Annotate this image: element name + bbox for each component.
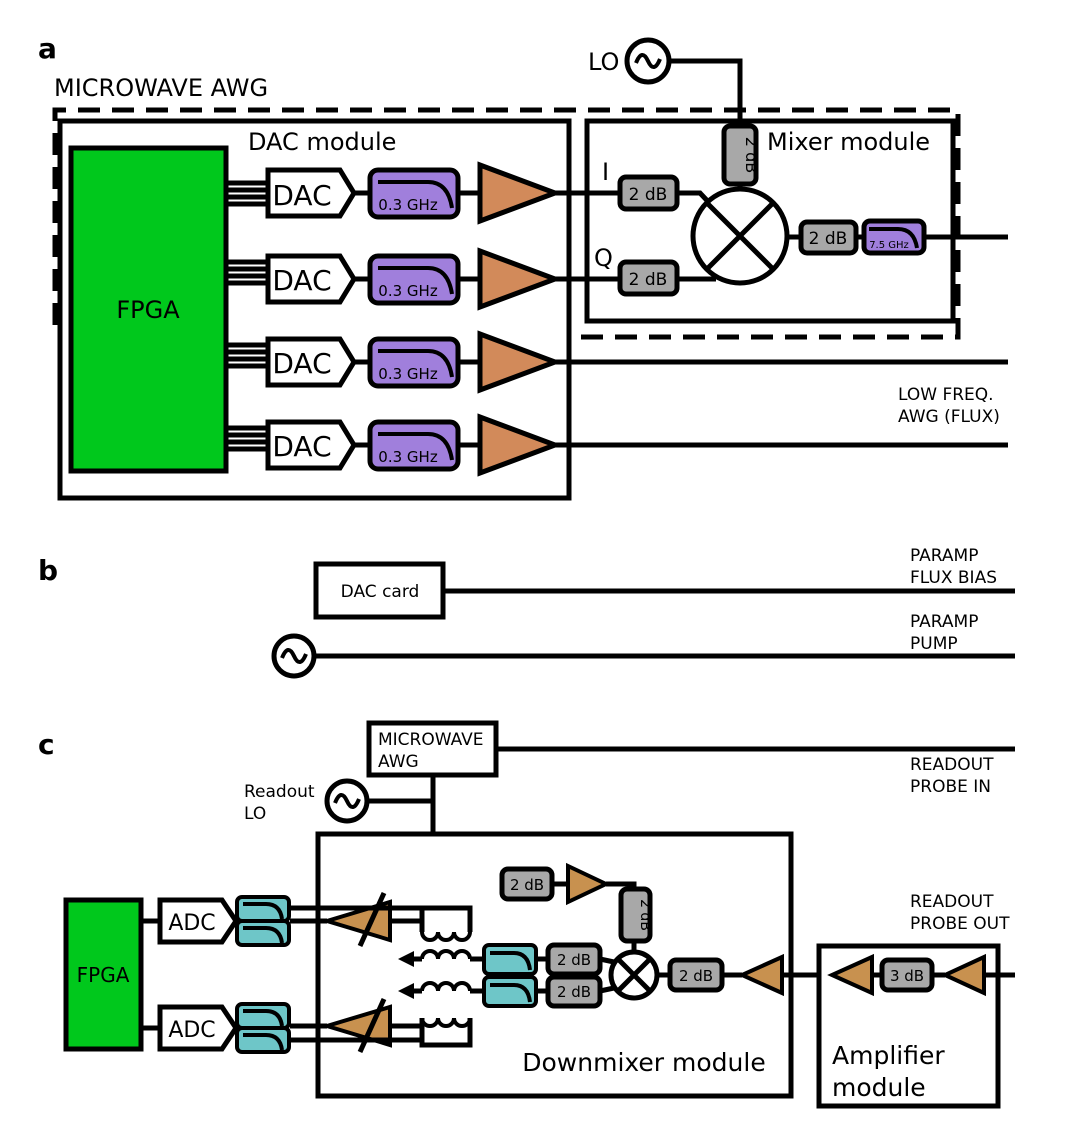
mixer-module-title: Mixer module	[767, 128, 930, 156]
amplifier	[477, 330, 563, 394]
amplifier-title-line2: module	[832, 1073, 926, 1102]
low-freq-label-line2: AWG (FLUX)	[898, 407, 1000, 427]
signal-arrow-icon	[398, 983, 414, 999]
filter-label: 0.3 GHz	[378, 196, 438, 214]
attenuator-3db-label: 3 dB	[890, 967, 924, 985]
dac-label: DAC	[272, 430, 331, 463]
fpga-label-c: FPGA	[77, 963, 130, 987]
dac-channel-3: DAC 0.3 GHz	[226, 330, 563, 394]
q-label: Q	[594, 244, 613, 272]
awg-boundary	[52, 107, 961, 340]
downmixer-title: Downmixer module	[522, 1048, 765, 1077]
readout-lo-label-line2: LO	[244, 804, 266, 824]
dac-label: DAC	[272, 264, 331, 297]
panel-a-letter: a	[38, 32, 57, 65]
dac-block	[265, 336, 357, 388]
flux-bias-label-line1: PARAMP	[910, 546, 978, 566]
panel-c: c MICROWAVE AWG READOUT PROBE IN Readout…	[38, 720, 1015, 1109]
filter-label: 0.3 GHz	[378, 365, 438, 383]
lo-wire	[669, 58, 743, 126]
dac-channel-4: DAC 0.3 GHz	[226, 413, 563, 477]
i-label: I	[602, 158, 609, 186]
lo-label: LO	[588, 48, 619, 76]
fpga-block-c	[63, 897, 144, 1052]
probe-out-label-line1: READOUT	[910, 892, 994, 912]
transformer-bottom	[398, 981, 484, 1028]
dac-channel-2: DAC 0.3 GHz	[226, 247, 563, 311]
amplifier	[477, 413, 563, 477]
dac-module-title: DAC module	[248, 128, 396, 156]
dac-label: DAC	[272, 179, 331, 212]
dac-card	[313, 561, 446, 620]
amplifier	[477, 247, 563, 311]
amplifier	[477, 161, 563, 225]
awg-label-line1: MICROWAVE	[378, 730, 484, 750]
awg-label-line2: AWG	[378, 752, 419, 772]
panel-a: a MICROWAVE AWG DAC module Mixer module …	[38, 32, 1008, 501]
fpga-label: FPGA	[116, 296, 180, 324]
amplifier-title-line1: Amplifier	[832, 1041, 945, 1070]
attenuator-label: 2 dB	[629, 270, 668, 290]
variable-amplifier-bottom	[290, 997, 473, 1054]
adc-label: ADC	[168, 911, 215, 936]
adc-block-top	[157, 897, 240, 945]
probe-in-label-line2: PROBE IN	[910, 777, 991, 797]
attenuator-label: 2 dB	[742, 137, 761, 173]
variable-gain-arrow-icon	[357, 891, 387, 948]
dac-block	[265, 253, 357, 305]
filter-label: 0.3 GHz	[378, 448, 438, 466]
attenuator-label: 2 dB	[809, 229, 848, 249]
lo-amplifier	[566, 862, 611, 906]
dac-block	[265, 419, 357, 471]
flux-bias-label-line2: FLUX BIAS	[910, 568, 997, 588]
pump-label-line2: PUMP	[910, 634, 958, 654]
dac-card-label: DAC card	[341, 582, 420, 602]
variable-gain-arrow-icon	[357, 997, 387, 1054]
panel-b-letter: b	[38, 554, 58, 587]
low-freq-label-line1: LOW FREQ.	[898, 385, 994, 405]
dac-block	[265, 167, 357, 219]
dac-channel-1: DAC 0.3 GHz	[226, 161, 563, 225]
attenuator-label: 2 dB	[637, 899, 653, 931]
panel-b: b DAC card PARAMP FLUX BIAS PARAMP PUMP	[38, 546, 1015, 679]
readout-lo-label-line1: Readout	[244, 782, 315, 802]
attenuator-label: 2 dB	[557, 983, 591, 1001]
attenuator-label: 2 dB	[510, 876, 544, 894]
out-filter-label: 7.5 GHz	[869, 240, 909, 251]
adc-block-bottom	[157, 1004, 240, 1052]
probe-in-label-line1: READOUT	[910, 755, 994, 775]
adc-label: ADC	[168, 1018, 215, 1043]
awg-title: MICROWAVE AWG	[54, 74, 268, 102]
attenuator-label: 2 dB	[557, 951, 591, 969]
pump-label-line1: PARAMP	[910, 612, 978, 632]
panel-c-letter: c	[38, 728, 55, 761]
attenuator-label: 2 dB	[679, 967, 713, 985]
filter-label: 0.3 GHz	[378, 282, 438, 300]
dac-label: DAC	[272, 347, 331, 380]
fpga-block	[68, 145, 229, 474]
probe-out-label-line2: PROBE OUT	[910, 914, 1010, 934]
signal-arrow-icon	[398, 951, 414, 967]
transformer-top	[398, 931, 484, 967]
variable-amplifier-top	[290, 891, 473, 948]
attenuator-label: 2 dB	[629, 185, 668, 205]
